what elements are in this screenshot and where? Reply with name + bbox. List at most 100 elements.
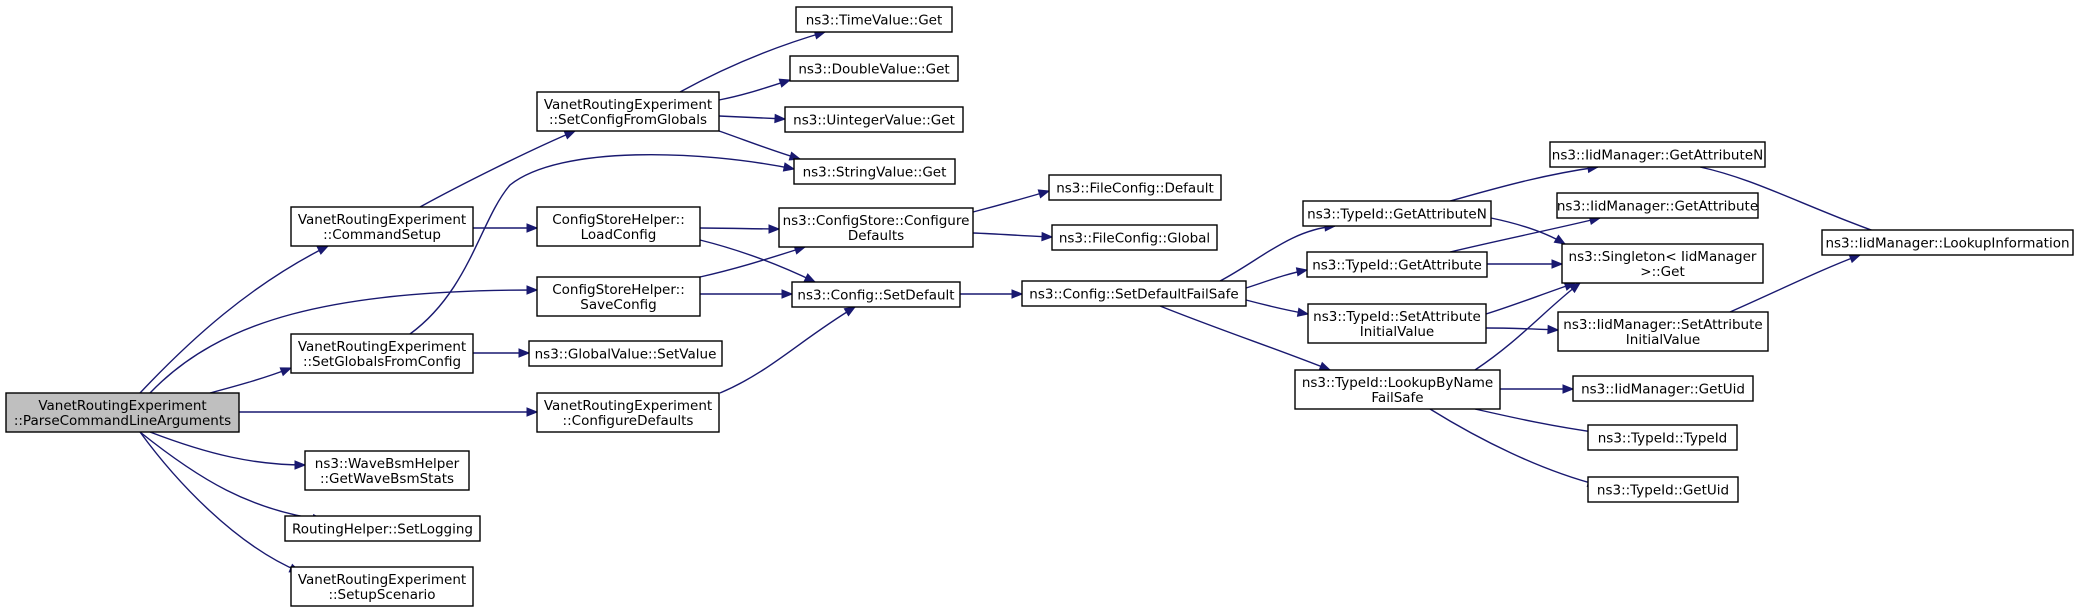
arrowhead-icon	[803, 273, 817, 283]
edge-line	[1474, 282, 1581, 371]
arrowhead-icon	[316, 245, 330, 255]
node-set-globals-from-config[interactable]: VanetRoutingExperiment::SetGlobalsFromCo…	[290, 333, 474, 374]
edge-lookupByNameFailSafe-to-iidGetUid	[1500, 384, 1575, 394]
node-label: ns3::GlobalValue::SetValue	[535, 347, 717, 363]
node-iid-lookup-information[interactable]: ns3::IidManager::LookupInformation	[1821, 229, 2074, 256]
arrowhead-icon	[778, 78, 792, 88]
node-double-value-get[interactable]: ns3::DoubleValue::Get	[789, 55, 959, 82]
node-save-config[interactable]: ConfigStoreHelper::SaveConfig	[536, 276, 701, 317]
edge-line	[718, 130, 801, 160]
node-box	[528, 340, 723, 367]
node-setup-scenario[interactable]: VanetRoutingExperiment::SetupScenario	[290, 566, 474, 607]
node-box	[795, 6, 953, 33]
arrowhead-icon	[843, 306, 857, 317]
arrowhead-icon	[1011, 289, 1024, 299]
node-iid-set-attribute-initial-value[interactable]: ns3::IidManager::SetAttributeInitialValu…	[1557, 311, 1769, 352]
edge-line	[1729, 254, 1861, 313]
node-box	[304, 450, 470, 491]
node-get-attribute[interactable]: ns3::TypeId::GetAttribute	[1306, 251, 1488, 278]
node-type-id-type-id[interactable]: ns3::TypeId::TypeId	[1587, 424, 1738, 451]
node-label: ns3::FileConfig::Default	[1056, 181, 1214, 197]
node-label: ::SetupScenario	[328, 587, 435, 603]
arrowhead-icon	[782, 162, 796, 172]
node-box	[1051, 224, 1218, 251]
node-label: VanetRoutingExperiment	[38, 398, 206, 414]
node-box	[1048, 174, 1222, 201]
edge-setDefaultFailSafe-to-getAttribute	[1245, 267, 1309, 289]
arrowhead-icon	[781, 289, 794, 299]
node-config-store-configure[interactable]: ns3::ConfigStore::ConfigureDefaults	[778, 207, 974, 248]
node-box	[536, 392, 720, 433]
node-label: ::GetWaveBsmStats	[320, 471, 454, 487]
node-label: ns3::DoubleValue::Get	[798, 62, 949, 78]
node-box	[1306, 251, 1488, 278]
node-type-id-get-uid[interactable]: ns3::TypeId::GetUid	[1587, 476, 1739, 503]
edge-line	[1159, 305, 1331, 371]
node-command-setup[interactable]: VanetRoutingExperiment::CommandSetup	[290, 206, 474, 247]
node-singleton-get[interactable]: ns3::Singleton< IidManager>::Get	[1561, 243, 1764, 284]
edge-configSetDefault-to-setDefaultFailSafe	[959, 289, 1024, 299]
edge-line	[972, 232, 1053, 238]
node-config-set-default[interactable]: ns3::Config::SetDefault	[791, 281, 961, 308]
node-set-logging[interactable]: RoutingHelper::SetLogging	[284, 515, 481, 542]
node-label: ns3::TypeId::GetAttribute	[1312, 258, 1482, 274]
node-label: InitialValue	[1626, 332, 1700, 348]
node-iid-get-uid[interactable]: ns3::IidManager::GetUid	[1572, 375, 1754, 402]
edge-commandSetup-to-loadConfig	[473, 223, 539, 233]
node-iid-get-attribute[interactable]: ns3::IidManager::GetAttribute	[1556, 192, 1759, 219]
node-box	[1307, 303, 1487, 344]
node-box	[1302, 200, 1492, 227]
arrowhead-icon	[518, 348, 531, 358]
node-global-value-set-value[interactable]: ns3::GlobalValue::SetValue	[528, 340, 723, 367]
edge-configureDefaults-to-configSetDefault	[719, 306, 857, 394]
edge-setAttributeInitialValue-to-iidSetAttributeInitialValue	[1485, 324, 1560, 335]
node-uinteger-value-get[interactable]: ns3::UintegerValue::Get	[784, 106, 964, 133]
edge-setGlobalsFromConfig-to-stringValueGet	[409, 153, 796, 335]
node-label: RoutingHelper::SetLogging	[292, 522, 473, 538]
node-box	[784, 106, 964, 133]
node-label: ns3::WaveBsmHelper	[315, 456, 460, 472]
node-label: >::Get	[1640, 264, 1684, 280]
arrowhead-icon	[1547, 324, 1560, 335]
node-iid-get-attribute-n[interactable]: ns3::IidManager::GetAttributeN	[1549, 141, 1766, 168]
node-box	[1556, 192, 1759, 219]
node-set-default-fail-safe[interactable]: ns3::Config::SetDefaultFailSafe	[1021, 280, 1247, 307]
node-file-config-global[interactable]: ns3::FileConfig::Global	[1051, 224, 1218, 251]
node-box	[1021, 280, 1247, 307]
node-set-config-from-globals[interactable]: VanetRoutingExperiment::SetConfigFromGlo…	[536, 91, 720, 132]
node-get-wave-bsm-stats[interactable]: ns3::WaveBsmHelper::GetWaveBsmStats	[304, 450, 470, 491]
node-box	[290, 333, 474, 374]
edge-lookupByNameFailSafe-to-typeIdGetUid	[1429, 408, 1600, 487]
node-box	[1557, 311, 1769, 352]
arrowhead-icon	[1562, 384, 1575, 394]
node-label: ns3::IidManager::GetUid	[1581, 382, 1745, 398]
edge-line	[409, 153, 795, 335]
arrowhead-icon	[279, 367, 293, 377]
node-box	[791, 281, 961, 308]
edge-line	[1219, 225, 1336, 282]
node-root: VanetRoutingExperiment::ParseCommandLine…	[5, 392, 240, 433]
edge-line	[139, 431, 324, 521]
node-label: ::ConfigureDefaults	[563, 413, 694, 429]
edge-getAttribute-to-singletonGet	[1487, 259, 1564, 269]
edge-line	[1429, 408, 1599, 486]
node-configure-defaults[interactable]: VanetRoutingExperiment::ConfigureDefault…	[536, 392, 720, 433]
node-label: ConfigStoreHelper::	[552, 212, 685, 228]
edge-setDefaultFailSafe-to-setAttributeInitialValue	[1245, 299, 1310, 317]
node-label: ns3::TypeId::GetAttributeN	[1307, 207, 1487, 223]
node-label: ::SetGlobalsFromConfig	[303, 354, 461, 370]
edge-line	[719, 306, 856, 394]
node-file-config-default[interactable]: ns3::FileConfig::Default	[1048, 174, 1222, 201]
arrowhead-icon	[1553, 234, 1567, 245]
node-label: ns3::TimeValue::Get	[806, 13, 943, 29]
edge-line	[679, 31, 826, 93]
node-label: ConfigStoreHelper::	[552, 282, 685, 298]
node-label: Defaults	[848, 228, 904, 244]
node-box	[1561, 243, 1764, 284]
node-get-attribute-n[interactable]: ns3::TypeId::GetAttributeN	[1302, 200, 1492, 227]
node-load-config[interactable]: ConfigStoreHelper::LoadConfig	[536, 206, 701, 247]
node-time-value-get[interactable]: ns3::TimeValue::Get	[795, 6, 953, 33]
node-string-value-get[interactable]: ns3::StringValue::Get	[793, 158, 956, 185]
